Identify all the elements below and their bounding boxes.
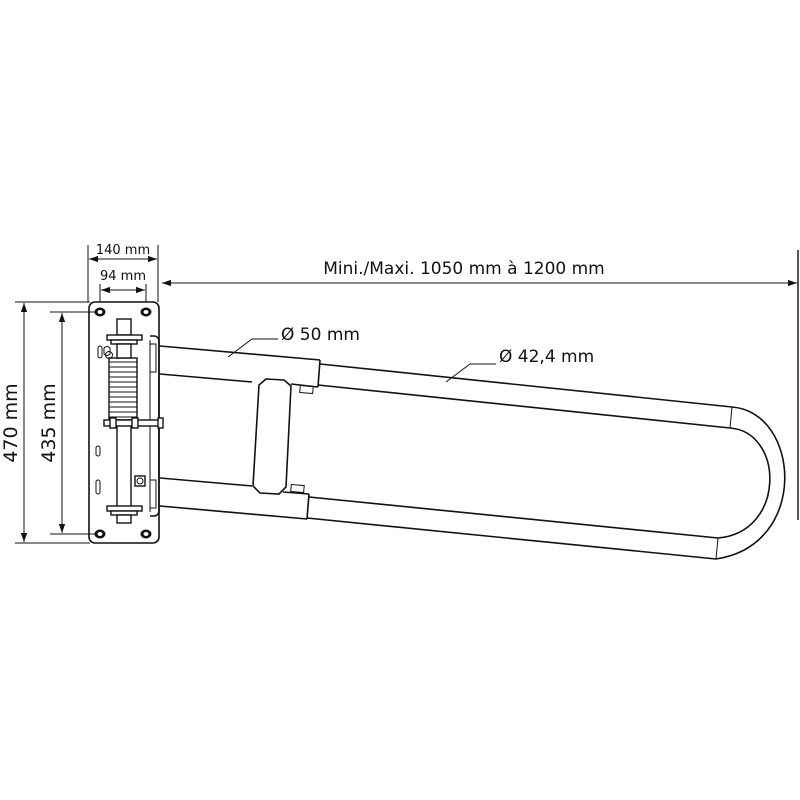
dimension-plate-height: 470 mm [0, 301, 90, 544]
mounting-hole-icon [94, 307, 152, 539]
label-94mm: 94 mm [100, 269, 146, 284]
dimension-plate-width: 140 mm [87, 243, 159, 302]
base-tube-upper [159, 345, 321, 395]
grab-bar [306, 363, 786, 560]
label-140mm: 140 mm [96, 243, 150, 258]
label-470mm: 470 mm [0, 383, 22, 462]
base-tube-lower [159, 477, 310, 520]
spring-icon [108, 357, 138, 421]
label-length: Mini./Maxi. 1050 mm à 1200 mm [323, 259, 605, 279]
label-diameter-42: Ø 42,4 mm [499, 347, 594, 367]
wall-plate [88, 301, 164, 544]
label-435mm: 435 mm [38, 383, 60, 462]
label-diameter-50: Ø 50 mm [281, 325, 360, 345]
grip-handle [252, 378, 292, 495]
leader-base-diameter: Ø 50 mm [227, 325, 360, 358]
dimension-hole-spacing-horizontal: 94 mm [99, 269, 147, 302]
dimension-bar-length: Mini./Maxi. 1050 mm à 1200 mm [162, 250, 799, 520]
dimension-hole-spacing-vertical: 435 mm [38, 311, 98, 535]
leader-bar-diameter: Ø 42,4 mm [445, 347, 594, 383]
